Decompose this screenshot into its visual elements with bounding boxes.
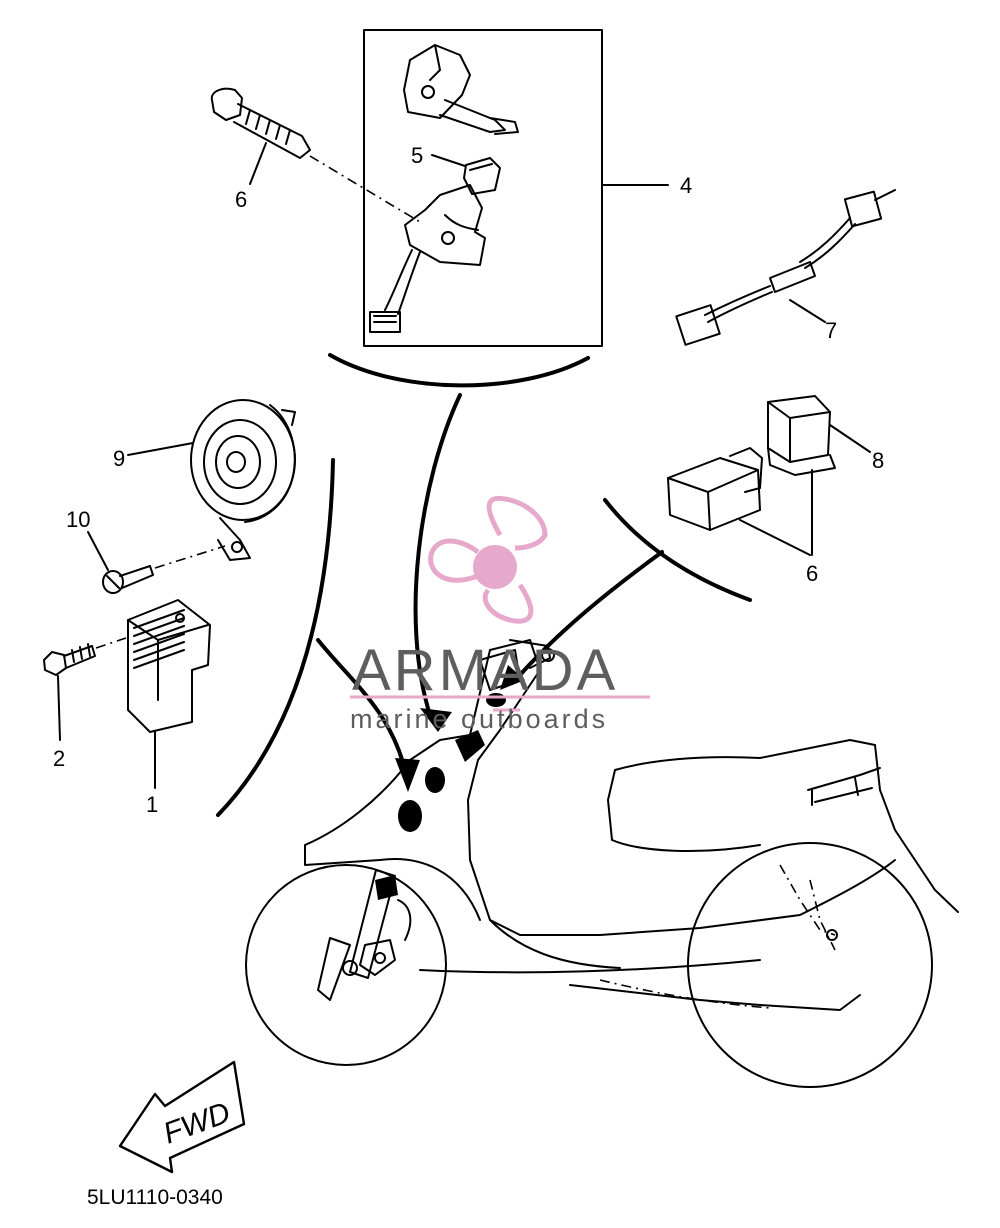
callout-labels: 1 2 4 5 6 6 7 8 9 10 [53, 143, 884, 817]
callout-9: 9 [113, 446, 125, 471]
watermark: ARMADA marine outboards [350, 495, 650, 734]
front-wheel [245, 864, 447, 1066]
watermark-tagline: marine outboards [350, 704, 608, 734]
callout-1: 1 [146, 792, 158, 817]
callout-5: 5 [411, 143, 423, 168]
horn-9 [127, 399, 296, 561]
callout-6-relay: 6 [806, 561, 818, 586]
callout-2: 2 [53, 746, 65, 771]
callout-7: 7 [825, 318, 837, 343]
watermark-brand: ARMADA [352, 638, 618, 703]
relay-6 [667, 447, 813, 556]
callout-4: 4 [680, 173, 692, 198]
propeller-logo-icon [428, 495, 548, 624]
key-cylinder-cap [431, 154, 501, 195]
wire-harness-7 [675, 189, 896, 346]
diagram-code: 5LU1110-0340 [87, 1186, 223, 1209]
bolt-6 [210, 87, 421, 223]
location-leaders [216, 353, 752, 817]
scooter-illustration [304, 639, 959, 1011]
rear-wheel [687, 842, 933, 1088]
callout-10: 10 [66, 507, 90, 532]
screw-10 [87, 531, 226, 594]
callout-8: 8 [872, 448, 884, 473]
part-4-group-frame [363, 29, 669, 347]
relay-8 [767, 395, 871, 476]
steering-lock-bracket [403, 44, 519, 135]
rectifier-regulator-1 [127, 599, 211, 789]
callout-6-bolt: 6 [235, 187, 247, 212]
main-switch [369, 184, 486, 333]
fwd-arrow-icon: FWD [118, 1060, 246, 1174]
bolt-2 [43, 637, 127, 741]
